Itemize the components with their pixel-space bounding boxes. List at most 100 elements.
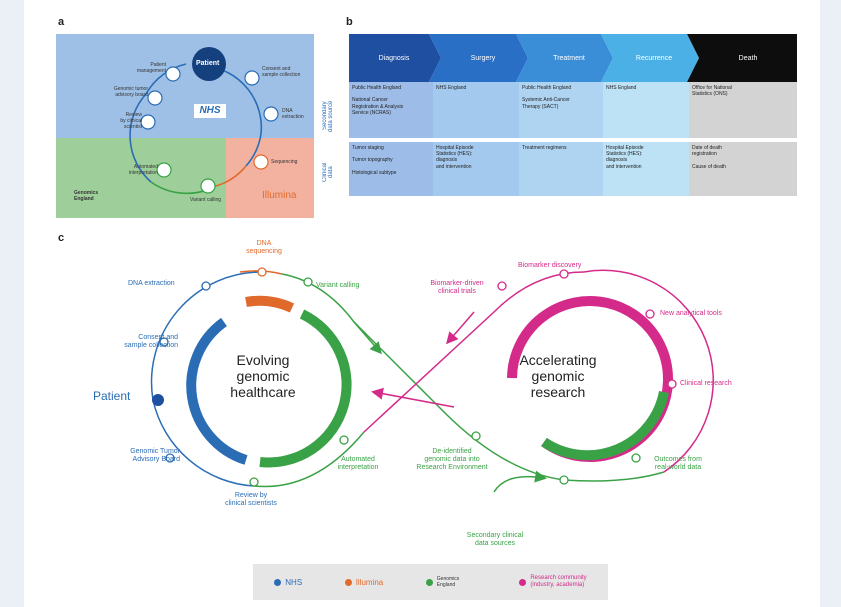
legend-nhs-dot: [274, 578, 282, 586]
cell-death-clinical: Date of death registration Cause of deat…: [689, 142, 797, 196]
variant-calling-icon: [200, 178, 216, 194]
nhs-logo-text: NHS: [199, 105, 221, 116]
legend-research: Research community (industry, academia): [519, 575, 587, 589]
right-ring-genomics: [541, 390, 669, 461]
panel-a-cycle: [129, 47, 279, 195]
stage-death: Death: [738, 54, 758, 62]
cell-treatment-source: Public Health England Systemic Anti-Canc…: [519, 82, 603, 138]
node-automated: [339, 435, 349, 445]
consent-icon: [244, 70, 260, 86]
tumor-board-icon: [147, 90, 163, 106]
label-clinical-research: Clinical research: [680, 380, 732, 387]
node-dna-extraction: [201, 281, 211, 291]
label-outcomes: Outcomes from real-world data: [654, 456, 702, 471]
left-outer-arc-blue-top: [150, 271, 263, 401]
cell-recurrence-source: NHS England: [603, 82, 689, 138]
left-ring-nhs: [186, 317, 248, 465]
node-outcomes: [631, 453, 641, 463]
legend-genomics-label: Genomics England: [436, 576, 460, 588]
node-biomarker-discovery: [559, 269, 569, 279]
cell-diagnosis-source: Public Health England National Cancer Re…: [349, 82, 433, 138]
left-loop-title: Evolving genomic healthcare: [230, 352, 296, 400]
stage-arrows: [349, 34, 797, 82]
node-patient: [152, 394, 164, 406]
step-patient-management: Patient management: [136, 62, 166, 74]
stage-recurrence: Recurrence: [635, 54, 673, 62]
legend-illumina-dot: [344, 578, 352, 586]
left-outer-arc-blue-bottom: [152, 399, 255, 487]
pink-arrow-left: [371, 387, 455, 408]
patient-node: [192, 47, 226, 81]
patient-label-c: Patient: [93, 389, 131, 403]
step-dna-extraction: DNA extraction: [282, 108, 304, 120]
step-review: Review by clinical scientist: [120, 112, 142, 130]
legend-research-dot: [519, 578, 527, 586]
label-biomarker-discovery: Biomarker discovery: [518, 262, 582, 269]
node-consent: [159, 337, 169, 347]
legend-illumina-label: Illumina: [355, 577, 384, 587]
patient-management-icon: [165, 66, 181, 82]
label-new-tools: New analytical tools: [660, 310, 722, 317]
row-label-clinical: Clinical data: [322, 162, 334, 182]
green-arrow-down: [353, 321, 382, 355]
panel-b-letter: b: [346, 16, 353, 28]
stage-arrow-surgery: [429, 34, 528, 82]
patient-label: Patient: [196, 60, 220, 67]
review-icon: [140, 114, 156, 130]
node-variant-calling: [303, 277, 313, 287]
secondary-sources-arrow: [493, 470, 547, 493]
legend-research-label: Research community (industry, academia): [530, 575, 587, 588]
cycle-arc-illumina: [215, 165, 247, 187]
panel-a: Patient NHS Illumina Genomics England Co…: [56, 34, 314, 218]
node-tumor-board: [165, 453, 175, 463]
cycle-arc-nhs-left: [129, 93, 152, 183]
stage-arrow-recurrence: [601, 34, 699, 82]
pink-path-up: [363, 271, 585, 433]
label-automated: Automated interpretation: [337, 456, 379, 471]
node-review: [249, 477, 259, 487]
figure-page: a Patient NHS Illum: [24, 0, 820, 607]
nhs-logo: NHS: [194, 104, 226, 118]
green-return: [253, 431, 365, 488]
cycle-arc-top: [145, 63, 187, 95]
illumina-region: [226, 138, 314, 218]
label-deidentified: De-identified genomic data into Research…: [416, 448, 488, 471]
automated-interpretation-icon: [156, 162, 172, 178]
node-dna-sequencing: [257, 267, 267, 277]
step-variant-calling: Variant calling: [190, 197, 222, 203]
right-outer-arc-green: [563, 471, 665, 482]
step-sequencing: Sequencing: [271, 159, 298, 165]
node-deidentified: [471, 431, 481, 441]
left-ring-genomics: [259, 309, 352, 468]
label-biomarker-trials: Biomarker-driven clinical trials: [430, 280, 484, 295]
cell-treatment-clinical: Treatment regimens: [519, 142, 603, 196]
legend-genomics-dot: [425, 578, 433, 586]
stage-treatment: Treatment: [553, 54, 585, 62]
data-sources-table: Diagnosis Surgery Treatment Recurrence D…: [349, 34, 797, 196]
genomics-region: [56, 138, 226, 218]
cell-death-source: Office for National Statistics (ONS): [689, 82, 797, 138]
node-clinical-research: [667, 379, 677, 389]
node-biomarker-trials: [497, 281, 507, 291]
left-ring-illumina: [245, 295, 295, 313]
sequencing-icon: [253, 154, 269, 170]
right-loop-title: Accelerating genomic research: [519, 352, 597, 400]
stage-diagnosis: Diagnosis: [378, 54, 410, 62]
step-consent: Consent and sample collection: [262, 66, 301, 78]
node-new-tools: [645, 309, 655, 319]
stage-arrow-treatment: [516, 34, 613, 82]
legend-illumina: Illumina: [344, 577, 384, 587]
label-consent: Consent and sample collection: [124, 334, 178, 349]
label-variant-calling: Variant calling: [316, 282, 360, 289]
cell-surgery-source: NHS England: [433, 82, 519, 138]
step-automated-interpretation: Automated interpretation: [128, 164, 158, 176]
step-tumor-board: Genomic tumor advisory board: [113, 86, 148, 98]
panel-a-letter: a: [58, 16, 65, 28]
cell-diagnosis-clinical: Tumor staging Tumor topography Histologi…: [349, 142, 433, 196]
node-secondary-sources: [559, 475, 569, 485]
label-dna-extraction: DNA extraction: [128, 280, 175, 287]
label-tumor-board: Genomic Tumor Advisory Board: [130, 448, 180, 463]
label-review: Review by clinical scientists: [225, 492, 277, 507]
legend-nhs-label: NHS: [285, 577, 303, 587]
panel-c-infinity: [150, 267, 714, 493]
